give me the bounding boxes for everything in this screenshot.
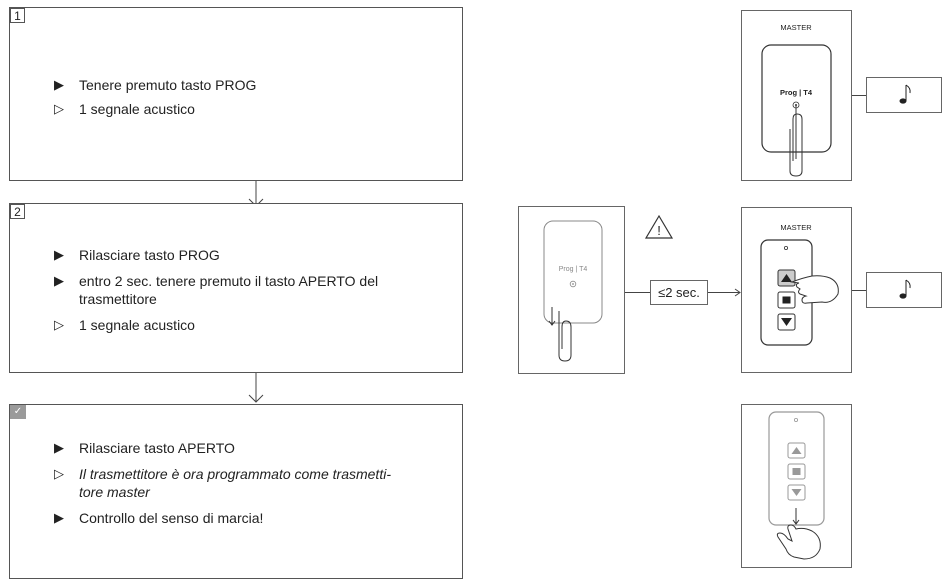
list-item: ▷ 1 segnale acustico bbox=[54, 316, 442, 334]
result-text: Il trasmettitore è ora programmato come … bbox=[79, 466, 391, 482]
beep-box-2 bbox=[866, 272, 942, 308]
remote-panel bbox=[741, 404, 852, 568]
note-connector bbox=[852, 290, 867, 291]
prog-label: Prog | T4 bbox=[780, 88, 813, 97]
master-label: MASTER bbox=[780, 223, 812, 232]
bullet-filled-icon: ▶ bbox=[54, 440, 64, 455]
svg-text:!: ! bbox=[657, 223, 661, 238]
bullet-outline-icon: ▷ bbox=[54, 101, 64, 116]
master-panel-2: MASTER bbox=[741, 207, 852, 373]
beep-box-1 bbox=[866, 77, 942, 113]
pointing-hand-icon bbox=[776, 524, 821, 560]
bullet-filled-icon: ▶ bbox=[54, 77, 64, 92]
check-icon: ✓ bbox=[10, 405, 26, 419]
instruction-text: entro 2 sec. tenere premuto il tasto APE… bbox=[79, 273, 379, 289]
list-item: ▷ 1 segnale acustico bbox=[54, 100, 442, 118]
bullet-outline-icon: ▷ bbox=[54, 317, 64, 332]
result-text: tore master bbox=[79, 484, 150, 500]
instruction-text: trasmettitore bbox=[79, 291, 157, 307]
warning-icon: ! bbox=[644, 214, 674, 239]
master-label: MASTER bbox=[780, 23, 812, 32]
list-item: ▷ Il trasmettitore è ora programmato com… bbox=[54, 465, 442, 483]
instruction-text: Tenere premuto tasto PROG bbox=[79, 77, 257, 93]
list-item: ▶ Controllo del senso di marcia! bbox=[54, 509, 442, 527]
list-item: ▶ Rilasciare tasto APERTO bbox=[54, 439, 442, 457]
list-item-continuation: tore master bbox=[54, 483, 442, 501]
list-item-continuation: trasmettitore bbox=[54, 290, 442, 308]
music-note-icon bbox=[899, 279, 911, 299]
master-receiver-illustration: MASTER Prog | T4 bbox=[761, 23, 832, 177]
prog-label: Prog | T4 bbox=[559, 266, 588, 273]
bullet-filled-icon: ▶ bbox=[54, 247, 64, 262]
remote-release-illustration bbox=[768, 411, 825, 560]
instruction-text: Controllo del senso di marcia! bbox=[79, 510, 264, 526]
list-item: ▶ Tenere premuto tasto PROG bbox=[54, 76, 442, 94]
list-item: ▶ entro 2 sec. tenere premuto il tasto A… bbox=[54, 272, 442, 290]
bullet-filled-icon: ▶ bbox=[54, 510, 64, 525]
instruction-text: Rilasciare tasto PROG bbox=[79, 247, 220, 263]
receiver-panel: Prog | T4 bbox=[518, 206, 625, 374]
receiver-housing bbox=[543, 220, 603, 324]
master-remote-illustration: MASTER bbox=[760, 223, 839, 346]
time-box: ≤2 sec. bbox=[650, 280, 708, 305]
arrow-right-icon bbox=[708, 288, 741, 297]
bullet-filled-icon: ▶ bbox=[54, 273, 64, 288]
time-label: ≤2 sec. bbox=[658, 285, 700, 300]
connector-arrow-2 bbox=[248, 373, 264, 403]
note-connector bbox=[852, 95, 867, 96]
connector-line bbox=[625, 292, 650, 293]
instruction-text: Rilasciare tasto APERTO bbox=[79, 440, 235, 456]
bullet-outline-icon: ▷ bbox=[54, 466, 64, 481]
step-3-box: ✓ ▶ Rilasciare tasto APERTO ▷ Il trasmet… bbox=[9, 404, 463, 579]
master-panel-1: MASTER Prog | T4 bbox=[741, 10, 852, 181]
receiver-release-illustration: Prog | T4 bbox=[543, 220, 603, 362]
step-number: 2 bbox=[10, 204, 25, 219]
step-number: 1 bbox=[10, 8, 25, 23]
paperclip-icon bbox=[789, 105, 803, 177]
paperclip-icon bbox=[558, 311, 572, 362]
step-1-box: 1 ▶ Tenere premuto tasto PROG ▷ 1 segnal… bbox=[9, 7, 463, 181]
pointing-hand-icon bbox=[790, 275, 839, 304]
result-text: 1 segnale acustico bbox=[79, 101, 195, 117]
result-text: 1 segnale acustico bbox=[79, 317, 195, 333]
music-note-icon bbox=[899, 84, 911, 104]
list-item: ▶ Rilasciare tasto PROG bbox=[54, 246, 442, 264]
step-2-box: 2 ▶ Rilasciare tasto PROG ▶ entro 2 sec.… bbox=[9, 203, 463, 373]
